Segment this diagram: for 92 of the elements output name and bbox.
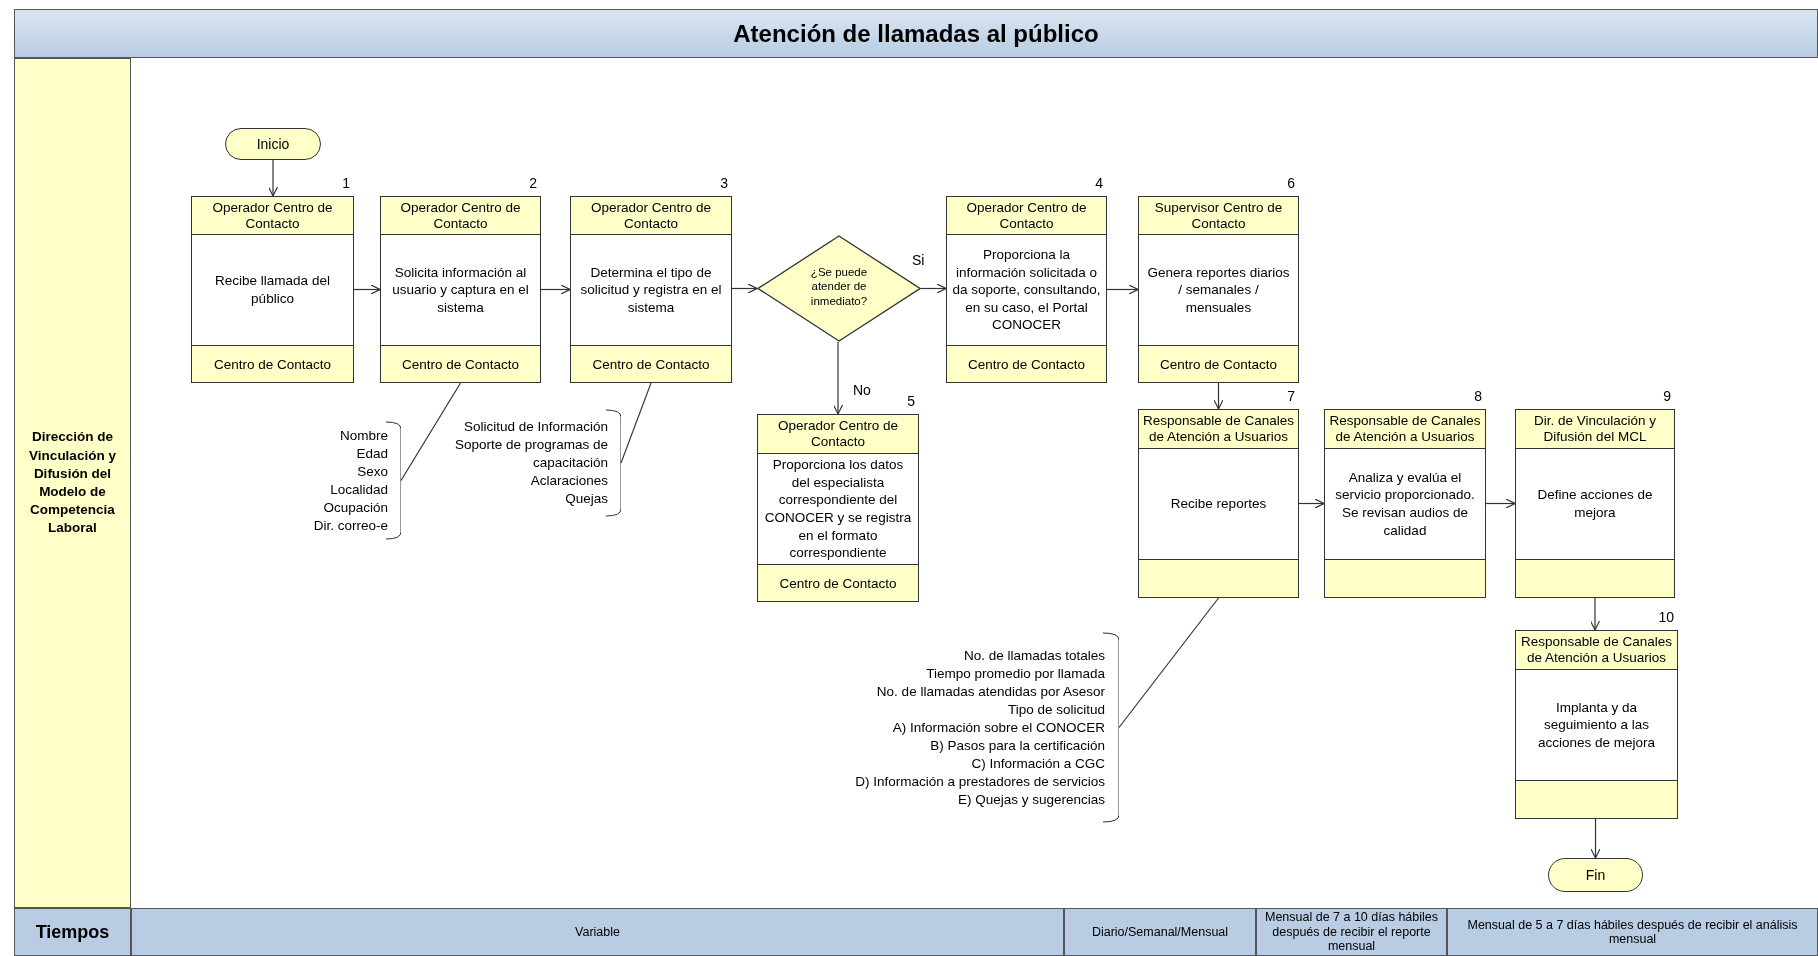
list-item: Soporte de programas de capacitación bbox=[453, 436, 608, 472]
arrow bbox=[832, 341, 844, 415]
process-box bbox=[1515, 630, 1678, 819]
area-footer: Centro de Contacto bbox=[1139, 345, 1298, 382]
role-header: Operador Centro de Contacto bbox=[381, 197, 540, 235]
list-item: No. de llamadas totales bbox=[962, 646, 1105, 665]
lane-label: Dirección de Vinculación y Difusión del Modelo de Competencia Laboral bbox=[14, 58, 131, 908]
activity-text: Proporciona los datos del especialista correspondiente del CONOCER y se registra en el formato correspondiente bbox=[763, 456, 913, 563]
list-item: Dir. correo-e bbox=[312, 516, 388, 535]
list-item: No. de llamadas atendidas por Asesor bbox=[875, 682, 1105, 701]
activity-text: Solicita información al usuario y captura en el sistema bbox=[391, 263, 530, 317]
terminator: Inicio bbox=[225, 128, 321, 160]
row-header-cell: Tiempos bbox=[14, 908, 131, 956]
table-cell: Mensual de 5 a 7 días hábiles después de recibir el análisis mensual bbox=[1447, 908, 1818, 956]
arrow bbox=[731, 283, 758, 294]
area-footer: Centro de Contacto bbox=[192, 345, 353, 382]
step-number: 2 bbox=[528, 175, 537, 191]
role-header: Dir. de Vinculación y Difusión del MCL bbox=[1516, 410, 1674, 449]
role-header: Operador Centro de Contacto bbox=[192, 197, 353, 235]
list-item: A) Información sobre el CONOCER bbox=[891, 718, 1105, 737]
arrow bbox=[540, 284, 571, 295]
role-header: Operador Centro de Contacto bbox=[758, 415, 918, 454]
activity-text: Define acciones de mejora bbox=[1536, 486, 1654, 522]
list-item: Edad bbox=[355, 444, 388, 463]
activity-text: Implanta y da seguimiento a las acciones de mejora bbox=[1536, 698, 1657, 752]
activity-text: Determina el tipo de solicitud y registra en el sistema bbox=[579, 263, 723, 317]
list-item: C) Información a CGC bbox=[970, 754, 1105, 773]
step-number: 8 bbox=[1473, 388, 1482, 404]
arrow bbox=[1485, 498, 1516, 509]
activity-text: Analiza y evalúa el servicio proporcionado. Se revisan audios de calidad bbox=[1334, 468, 1476, 540]
area-footer: Centro de Contacto bbox=[758, 564, 918, 601]
list-item: D) Información a prestadores de servicios bbox=[854, 772, 1105, 791]
arrow bbox=[1590, 818, 1601, 859]
step-number: 1 bbox=[341, 175, 350, 191]
process-box bbox=[380, 196, 541, 383]
list-item: Solicitud de Información bbox=[462, 418, 608, 436]
step-number: 4 bbox=[1094, 175, 1103, 191]
table-cell: Mensual de 7 a 10 días hábiles después de recibir el reporte mensual bbox=[1256, 908, 1447, 956]
arrow bbox=[920, 283, 947, 294]
step-number: 9 bbox=[1662, 388, 1671, 404]
activity-text: Recibe llamada del público bbox=[214, 272, 331, 308]
activity-text: Genera reportes diarios / semanales / mensuales bbox=[1146, 263, 1291, 317]
edge-label: No bbox=[851, 382, 873, 398]
process-box bbox=[191, 196, 354, 383]
arrow bbox=[353, 284, 381, 295]
list-item: E) Quejas y sugerencias bbox=[956, 790, 1105, 809]
arrow bbox=[267, 159, 279, 197]
step-number: 6 bbox=[1286, 175, 1295, 191]
leader-line bbox=[400, 382, 462, 482]
process-box bbox=[1515, 409, 1675, 598]
activity-text: Recibe reportes bbox=[1169, 495, 1268, 514]
edge-label: Si bbox=[910, 252, 927, 268]
list-item: Ocupación bbox=[322, 498, 388, 517]
step-number: 5 bbox=[906, 393, 915, 409]
process-box bbox=[570, 196, 732, 383]
step-number: 10 bbox=[1657, 609, 1674, 625]
role-header: Operador Centro de Contacto bbox=[947, 197, 1106, 235]
leader-line bbox=[1118, 597, 1220, 729]
area-footer: Centro de Contacto bbox=[381, 345, 540, 382]
list-item: Sexo bbox=[356, 462, 388, 481]
activity-text: Proporciona la información solicitada o da soporte, consultando, en su caso, el Portal CONOCER bbox=[951, 246, 1102, 335]
arrow bbox=[1298, 498, 1325, 509]
list-item: Tipo de solicitud bbox=[1006, 700, 1105, 719]
title: Atención de llamadas al público bbox=[14, 9, 1818, 58]
role-header: Responsable de Canales de Atención a Usuarios bbox=[1139, 410, 1298, 449]
list-item: Nombre bbox=[339, 426, 388, 445]
terminator: Fin bbox=[1548, 858, 1643, 892]
list-item: Quejas bbox=[564, 490, 608, 508]
process-box bbox=[1138, 409, 1299, 598]
process-box bbox=[1138, 196, 1299, 383]
role-header: Responsable de Canales de Atención a Usuarios bbox=[1516, 631, 1677, 670]
role-header: Operador Centro de Contacto bbox=[571, 197, 731, 235]
process-box bbox=[757, 414, 919, 602]
process-box bbox=[946, 196, 1107, 383]
role-header: Responsable de Canales de Atención a Usuarios bbox=[1325, 410, 1485, 449]
area-footer: Centro de Contacto bbox=[947, 345, 1106, 382]
decision-text: ¿Se puede atender de inmediato? bbox=[809, 265, 869, 309]
arrow bbox=[1213, 382, 1224, 410]
list-item: B) Pasos para la certificación bbox=[929, 736, 1105, 755]
list-item: Localidad bbox=[329, 480, 388, 499]
process-box bbox=[1324, 409, 1486, 598]
step-number: 3 bbox=[719, 175, 728, 191]
leader-line bbox=[620, 382, 652, 464]
arrow bbox=[1589, 597, 1601, 631]
step-number: 7 bbox=[1286, 388, 1295, 404]
list-item: Aclaraciones bbox=[529, 472, 608, 490]
arrow bbox=[1106, 284, 1139, 295]
role-header: Supervisor Centro de Contacto bbox=[1139, 197, 1298, 235]
list-item: Tiempo promedio por llamada bbox=[925, 664, 1105, 683]
table-cell: Variable bbox=[131, 908, 1064, 956]
area-footer: Centro de Contacto bbox=[571, 345, 731, 382]
table-cell: Diario/Semanal/Mensual bbox=[1064, 908, 1256, 956]
